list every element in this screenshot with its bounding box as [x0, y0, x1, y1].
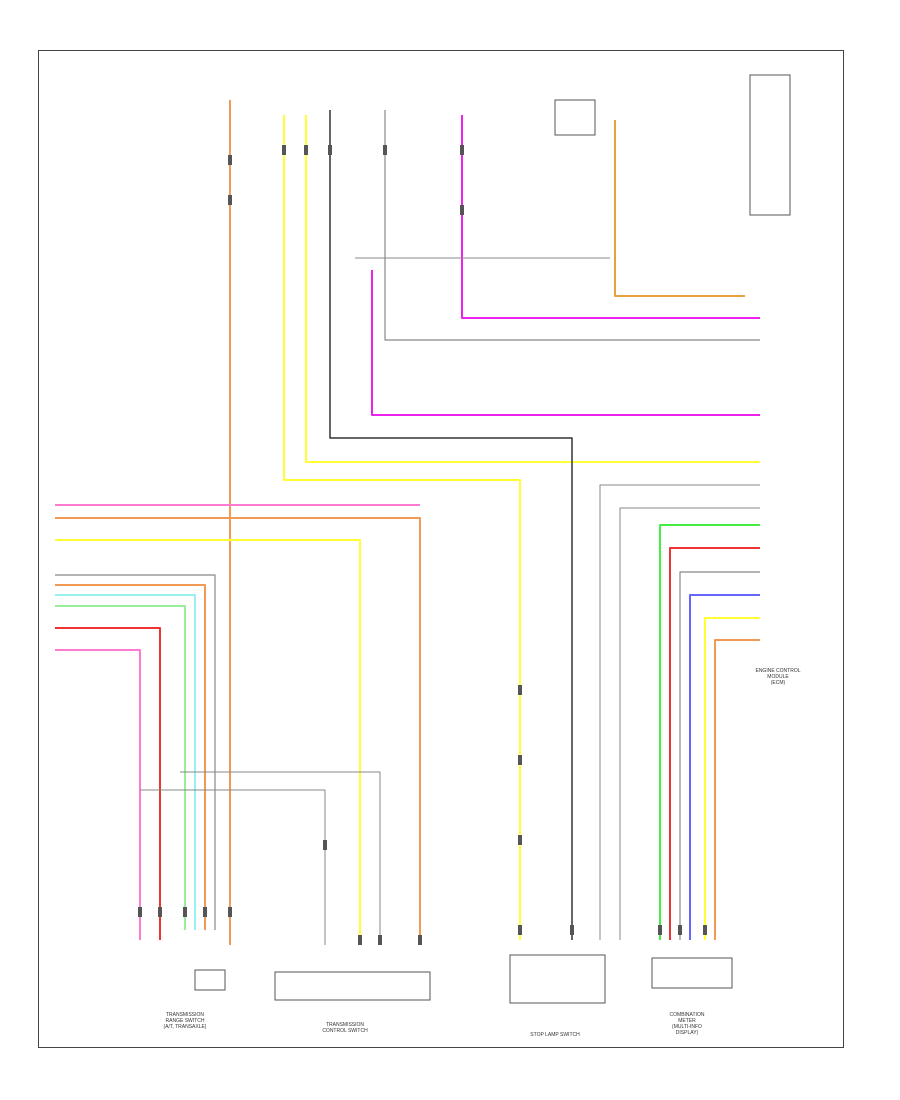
connector-12 — [158, 907, 162, 917]
connector-11 — [138, 907, 142, 917]
connector-8 — [518, 685, 522, 695]
connector-13 — [183, 907, 187, 917]
wire-tan-1 — [614, 120, 745, 297]
connector-21 — [570, 925, 574, 935]
wire-gray-right-3 — [619, 507, 760, 940]
transmission-range-switch-body — [194, 969, 226, 991]
connector-9 — [518, 755, 522, 765]
stop-lamp-switch-body — [509, 954, 606, 1004]
wire-pink-left-2 — [55, 649, 141, 940]
wire-gray-left — [55, 574, 216, 930]
connector-10 — [518, 835, 522, 845]
connector-24 — [703, 925, 707, 935]
transmission-range-switch-label: TRANSMISSION RANGE SWITCH (A/T, TRANSAXL… — [163, 1012, 207, 1030]
wire-lgreen-left — [55, 605, 186, 930]
transmission-control-switch-label: TRANSMISSION CONTROL SWITCH — [322, 1022, 368, 1034]
wire-gray-right-2 — [599, 484, 760, 940]
connector-4 — [328, 145, 332, 155]
connector-1 — [228, 195, 232, 205]
wire-yellow-1 — [283, 115, 521, 940]
wire-dark-1 — [329, 110, 573, 940]
wire-gray-tcs-2 — [140, 789, 326, 945]
connector-14 — [203, 907, 207, 917]
wire-gray-tcs — [180, 771, 381, 945]
connector-16 — [323, 840, 327, 850]
diagram-frame — [38, 50, 844, 1048]
connector-23 — [678, 925, 682, 935]
connector-18 — [378, 935, 382, 945]
connector-7 — [460, 205, 464, 215]
connector-6 — [460, 145, 464, 155]
connector-0 — [228, 155, 232, 165]
wire-yellow-right — [704, 617, 760, 940]
wire-yellow-left — [55, 539, 361, 945]
wire-orange-right — [714, 639, 760, 940]
combination-meter-body — [651, 957, 733, 989]
connector-3 — [304, 145, 308, 155]
wire-gray-right — [679, 571, 760, 940]
transmission-control-switch-body — [274, 971, 431, 1001]
wire-magenta-1 — [371, 270, 760, 416]
engine-control-module-label: ENGINE CONTROL MODULE (ECM) — [755, 668, 801, 686]
wire-yellow-2 — [305, 115, 760, 463]
connector-5 — [383, 145, 387, 155]
top-fuse-block — [554, 99, 596, 136]
connector-17 — [358, 935, 362, 945]
stop-lamp-switch-label: STOP LAMP SWITCH — [530, 1032, 580, 1038]
connector-20 — [518, 925, 522, 935]
connector-22 — [658, 925, 662, 935]
combination-meter-label: COMBINATION METER (MULTI-INFO DISPLAY) — [669, 1012, 705, 1036]
connector-15 — [228, 907, 232, 917]
wire-red-right — [669, 547, 760, 940]
wire-magenta-2 — [461, 115, 760, 319]
wire-gray-1 — [384, 110, 760, 341]
wire-red-left — [55, 627, 161, 940]
wire-orange-left — [55, 517, 421, 945]
wire-green-right — [659, 524, 760, 940]
wire-cyan-left — [55, 594, 196, 930]
wire-orange-left-2 — [55, 584, 206, 930]
right-relay-block — [749, 74, 791, 216]
wire-blue-right — [689, 594, 760, 940]
connector-2 — [282, 145, 286, 155]
connector-19 — [418, 935, 422, 945]
